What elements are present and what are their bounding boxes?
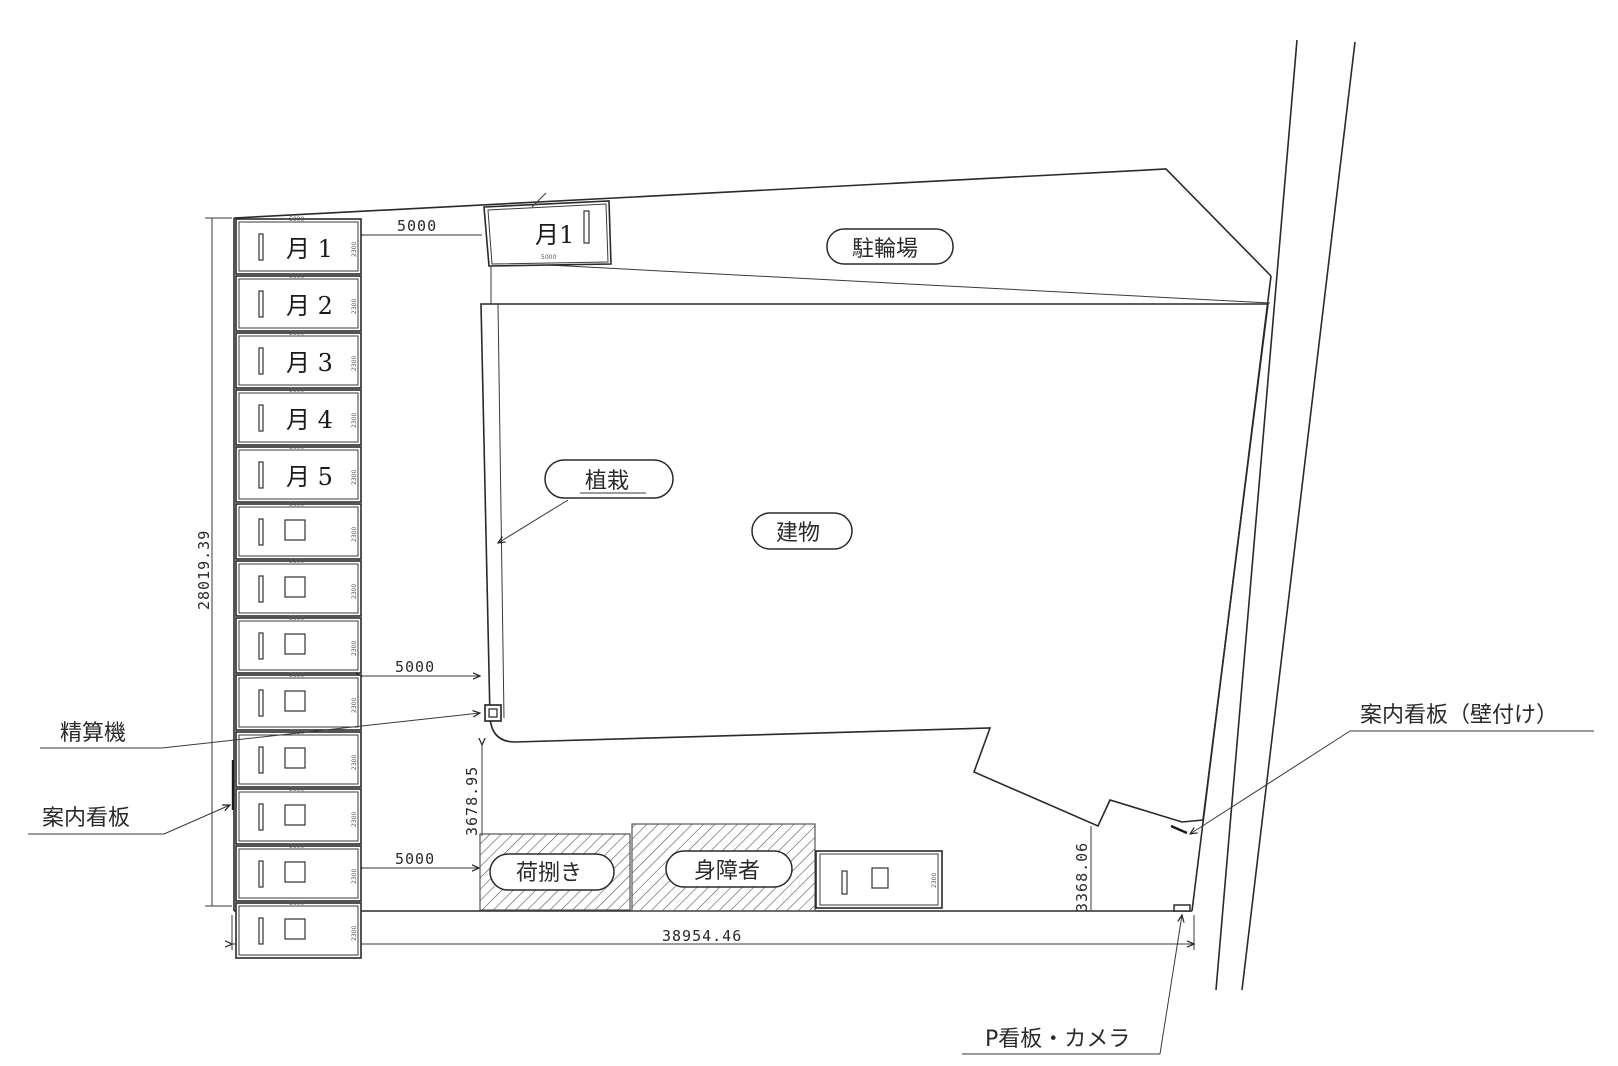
svg-text:5000: 5000 [395,658,435,676]
svg-text:P看板・カメラ: P看板・カメラ [985,1027,1130,1052]
stall-width-label: 2300 [351,926,358,941]
loading-label: 荷捌き [516,861,582,886]
stall-length-label: 5000 [289,843,304,850]
svg-text:5000: 5000 [397,217,437,235]
building-outline [480,261,1271,828]
stall-width-label: 2300 [351,698,358,713]
parking-stall-top: 月1 5000 [483,192,612,267]
planting-label: 植栽 [498,459,674,543]
parking-stall: 5000 2300 月 5 [235,444,362,503]
stall-empty-marker [284,576,306,598]
svg-text:5000: 5000 [395,850,435,868]
stall-empty-marker [284,918,306,940]
stall-width-label: 2300 [351,413,358,428]
stall-width-label: 2300 [351,641,358,656]
parking-stall: 5000 2300 月 2 [235,273,362,332]
site-outline [233,168,1272,912]
building-label: 建物 [751,512,853,550]
stall-length-label: 5000 [289,330,304,337]
parking-stall: 5000 2300 [235,843,362,902]
stall-length-label: 5000 [289,672,304,679]
parking-stall: 5000 2300 [235,501,362,560]
parking-stall: 5000 2300 [235,786,362,845]
parking-stall: 5000 2300 [235,558,362,617]
parking-stall: 5000 2300 [235,729,362,788]
stall-empty-marker [284,861,306,883]
road-boundary [1215,39,1356,991]
parking-stall: 5000 2300 月 3 [235,330,362,389]
stall-empty-marker [284,690,306,712]
svg-text:3678.95: 3678.95 [463,766,481,836]
stall-length-label: 5000 [289,615,304,622]
parking-stalls: 5000 2300 月 1 5000 2300 月 2 5000 2300 月 3 5000 230… [235,216,362,959]
p-sign-camera-mark [1173,904,1191,912]
stall-length-label: 5000 [289,729,304,736]
disabled-parking-area: 身障者 [631,823,816,912]
loading-area: 荷捌き [479,833,631,911]
svg-text:3368.06: 3368.06 [1073,842,1091,912]
stall-length-label: 5000 [289,558,304,565]
stall-empty-marker [284,804,306,826]
stall-label: 月 4 [286,406,333,434]
wall-sign-mark [1170,824,1188,835]
pay-machine [484,704,502,722]
parking-stall: 5000 2300 [235,900,362,959]
svg-text:駐輪場: 駐輪場 [852,237,918,262]
svg-text:建物: 建物 [776,521,820,546]
stall-width-label: 2300 [351,755,358,770]
stall-empty-marker [284,633,306,655]
stall-length-label: 5000 [289,900,304,907]
dimension-aisle-bottom: 5000 [362,850,479,868]
stall-empty-marker [284,519,306,541]
stall-length-label: 5000 [289,786,304,793]
dimension-total-width: 38954.46 [232,915,1194,950]
stall-width-label: 2300 [351,527,358,542]
guide-sign-callout: 案内看板 [28,805,230,835]
svg-text:精算機: 精算機 [60,721,126,746]
p-sign-camera-callout: P看板・カメラ [962,915,1182,1055]
stall-length-label: 5000 [289,501,304,508]
parking-stall: 5000 2300 月 1 [235,216,362,275]
stall-width-label: 2300 [351,812,358,827]
dimension-gap-right: 3368.06 [1073,826,1092,912]
stall-label: 月 3 [286,349,333,377]
stall-width-label: 2300 [351,299,358,314]
parking-stall: 5000 2300 [235,615,362,674]
stall-width-label: 2300 [351,869,358,884]
bicycle-parking-label: 駐輪場 [826,228,954,265]
svg-text:2300: 2300 [931,873,938,888]
dimension-total-height: 28019.39 [195,217,232,907]
stall-length-label: 5000 [289,387,304,394]
stall-length-label: 5000 [289,273,304,280]
svg-text:案内看板: 案内看板 [42,806,130,831]
stall-width-label: 2300 [351,356,358,371]
pay-machine-callout: 精算機 [40,713,480,749]
svg-text:植栽: 植栽 [585,469,629,494]
dimension-gap-left: 3678.95 [463,745,482,836]
stall-empty-marker [284,747,306,769]
parking-stall: 5000 2300 [235,672,362,731]
dim-total-height-label: 28019.39 [195,530,213,610]
stall-width-label: 2300 [351,470,358,485]
stall-width-label: 2300 [351,242,358,257]
stall-length-label: 5000 [289,216,304,223]
disabled-label: 身障者 [694,859,760,884]
guide-sign-wall-callout: 案内看板（壁付け） [1190,703,1594,834]
dimension-aisle-middle: 5000 [362,658,480,676]
stall-label: 月 5 [286,463,333,491]
stall-label: 月 2 [286,292,333,320]
stall-top-label: 月1 [535,221,574,249]
stall-label: 月 1 [286,235,333,263]
stall-width-label: 2300 [351,584,358,599]
dimension-aisle-top: 5000 [362,217,482,235]
parking-stall-bottom-right: 2300 [815,850,943,909]
svg-text:案内看板（壁付け）: 案内看板（壁付け） [1360,703,1558,728]
stall-length-label: 5000 [289,444,304,451]
parking-stall: 5000 2300 月 4 [235,387,362,446]
svg-text:5000: 5000 [541,254,556,261]
dim-total-width-label: 38954.46 [662,927,742,945]
